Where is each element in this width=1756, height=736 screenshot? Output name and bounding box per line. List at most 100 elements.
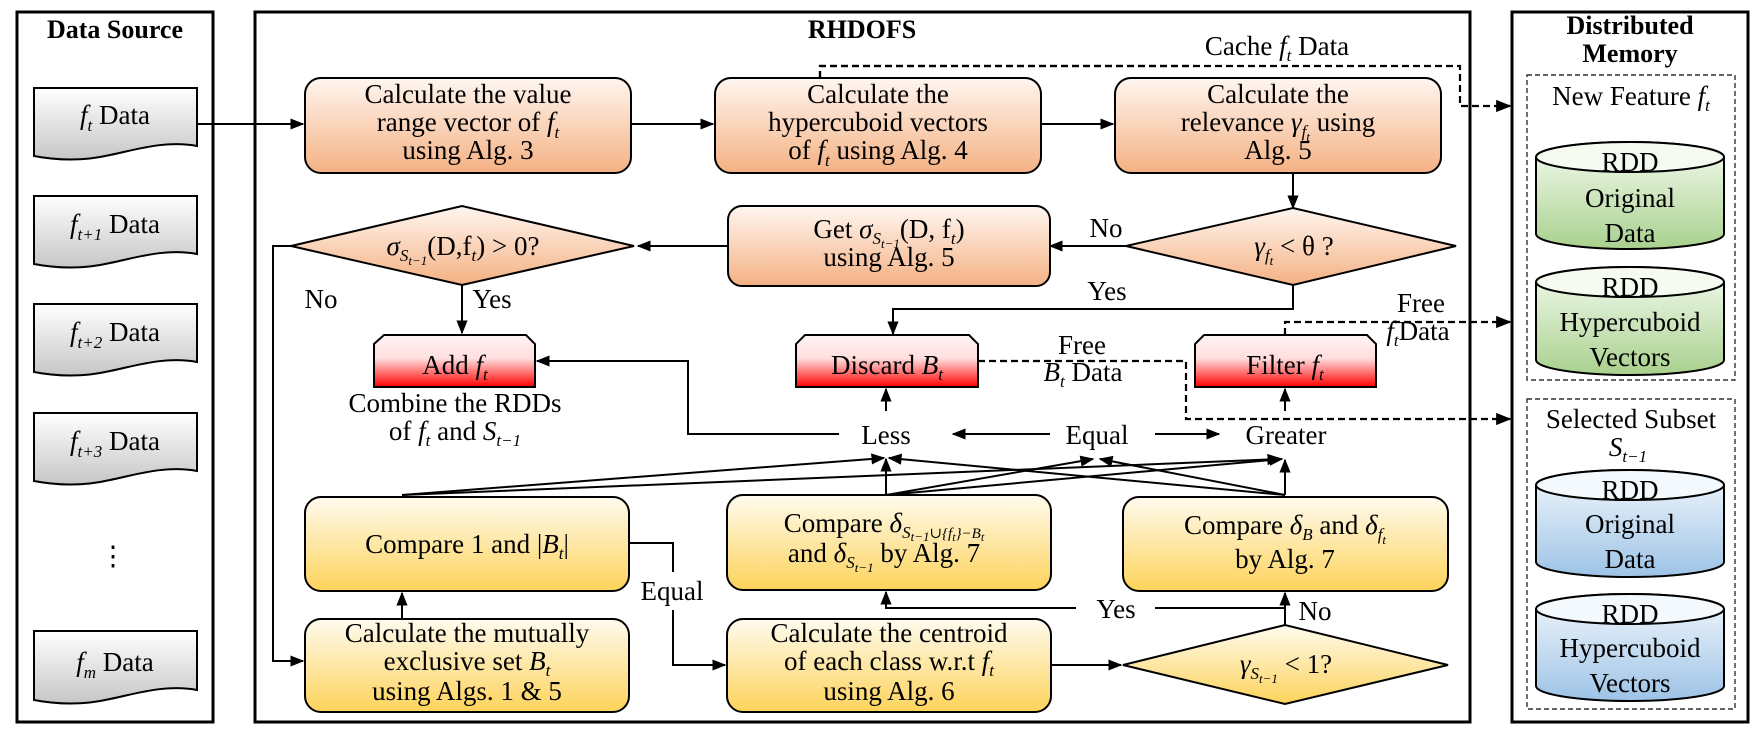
distributed-memory-title-1: Distributed: [1566, 11, 1694, 40]
arrow-no-to-mutually-exclusive: [272, 245, 305, 667]
rhdofs-panel: [253, 10, 1472, 724]
action-discard-bt[interactable]: Discard Bt: [795, 334, 979, 388]
svg-text:of each class w.r.t ft: of each class w.r.t ft: [784, 646, 995, 680]
rdd-new-original-data[interactable]: RDD Original Data: [1535, 141, 1725, 250]
svg-text:Calculate the: Calculate the: [807, 79, 949, 109]
data-item-ft[interactable]: ft Data: [33, 87, 198, 161]
svg-text:Calculate the mutually: Calculate the mutually: [345, 618, 590, 648]
box-get-sigma[interactable]: Get σSt−1(D, ft) using Alg. 5: [727, 205, 1051, 287]
new-feature-group: [1526, 74, 1736, 381]
combine-rdds-label-1: Combine the RDDs: [349, 388, 562, 418]
svg-text:Hypercuboid: Hypercuboid: [1560, 307, 1701, 337]
svg-text:ft+2 Data: ft+2 Data: [70, 317, 160, 352]
rhdofs-title: RHDOFS: [808, 15, 916, 44]
svg-text:Get σSt−1(D, ft): Get σSt−1(D, ft): [813, 214, 964, 251]
cache-line-a: [818, 64, 1195, 78]
svg-text:fm Data: fm Data: [76, 647, 154, 682]
rdd-subset-hypercuboid-vectors[interactable]: RDD Hypercuboid Vectors: [1535, 593, 1725, 702]
box-value-range[interactable]: Calculate the value range vector of ft u…: [304, 77, 632, 174]
svg-text:Calculate the: Calculate the: [1207, 79, 1349, 109]
svg-text:Original: Original: [1585, 183, 1675, 213]
equal-label-bottom: Equal: [641, 576, 704, 606]
svg-text:RDD: RDD: [1601, 147, 1658, 177]
cache-ft-label: Cache ft Data: [1205, 31, 1349, 65]
free-ft-label-1: Free: [1397, 288, 1445, 318]
yes-label-gamma: Yes: [1087, 276, 1126, 306]
data-source-list: ft Data ft+1 Data ft+2 Data ft+3 Data ⋮ …: [33, 87, 198, 705]
svg-text:using Algs. 1 & 5: using Algs. 1 & 5: [372, 676, 562, 706]
svg-text:RDD: RDD: [1601, 475, 1658, 505]
svg-text:ft+3 Data: ft+3 Data: [70, 426, 160, 461]
box-compare-delta-b[interactable]: Compare δB and δft by Alg. 7: [1122, 496, 1449, 592]
svg-text:using Alg. 5: using Alg. 5: [823, 242, 954, 272]
svg-text:Compare 1 and |Bt|: Compare 1 and |Bt|: [365, 529, 569, 563]
distributed-memory-panel: [1510, 10, 1750, 724]
svg-text:Original: Original: [1585, 509, 1675, 539]
box-centroid[interactable]: Calculate the centroid of each class w.r…: [726, 618, 1052, 713]
data-item-ft3[interactable]: ft+3 Data: [33, 412, 198, 486]
svg-text:Vectors: Vectors: [1590, 342, 1671, 372]
no-label-sigma: No: [305, 284, 338, 314]
svg-text:γSt−1 < 1?: γSt−1 < 1?: [1240, 649, 1332, 686]
svg-text:by Alg. 7: by Alg. 7: [1235, 544, 1335, 574]
svg-text:relevance γft using: relevance γft using: [1181, 107, 1375, 144]
new-feature-label: New Feature ft: [1552, 81, 1711, 115]
outcome-equal: Equal: [1066, 420, 1129, 450]
svg-text:RDD: RDD: [1601, 272, 1658, 302]
arrow-equal-to-centroid: [672, 610, 727, 671]
combine-rdds-label-2: of ft and St−1: [389, 416, 521, 450]
svg-text:using Alg. 3: using Alg. 3: [402, 135, 533, 165]
svg-text:hypercuboid vectors: hypercuboid vectors: [768, 107, 988, 137]
box-compare-delta-s[interactable]: Compare δSt−1∪{ft}−Bt and δSt−1 by Alg. …: [726, 494, 1052, 591]
data-source-title: Data Source: [47, 15, 183, 44]
box-mutually-exclusive[interactable]: Calculate the mutually exclusive set Bt …: [304, 618, 630, 713]
line-compare-one-equal-top: [629, 542, 674, 572]
svg-text:Data: Data: [1605, 218, 1656, 248]
svg-text:Data: Data: [1605, 544, 1656, 574]
arrow-less-to-add: [535, 355, 839, 435]
svg-text:σSt−1(D,ft) > 0?: σSt−1(D,ft) > 0?: [387, 231, 540, 268]
rdd-subset-original-data[interactable]: RDD Original Data: [1535, 469, 1725, 578]
arrow-yes-to-discard: [887, 285, 1294, 336]
outcome-less: Less: [861, 420, 911, 450]
svg-text:Vectors: Vectors: [1590, 668, 1671, 698]
free-ft-dashed-connector: [1283, 315, 1512, 335]
svg-text:γft < θ ?: γft < θ ?: [1254, 231, 1333, 268]
decision-gamma-theta[interactable]: γft < θ ?: [1125, 206, 1457, 287]
outcome-greater: Greater: [1246, 420, 1327, 450]
svg-text:Add ft: Add ft: [422, 350, 489, 384]
data-item-ft1[interactable]: ft+1 Data: [33, 195, 198, 269]
distributed-memory-title-2: Memory: [1582, 39, 1677, 68]
data-item-ft2[interactable]: ft+2 Data: [33, 303, 198, 377]
svg-text:Calculate the value: Calculate the value: [365, 79, 572, 109]
selected-subset-group: [1526, 398, 1736, 710]
selected-subset-label-2: St−1: [1609, 432, 1647, 466]
data-source-panel: [15, 10, 215, 724]
rdd-new-hypercuboid-vectors[interactable]: RDD Hypercuboid Vectors: [1535, 266, 1725, 376]
cache-dashed-connector: [818, 64, 1512, 113]
no-label-gamma: No: [1090, 213, 1123, 243]
decision-gamma-s[interactable]: γSt−1 < 1?: [1122, 623, 1449, 706]
box-relevance[interactable]: Calculate the relevance γft using Alg. 5: [1114, 77, 1442, 174]
free-bt-dashed-connector: [978, 359, 1512, 426]
ellipsis-icon: ⋮: [100, 541, 127, 571]
svg-text:Discard Bt: Discard Bt: [831, 350, 944, 384]
box-hypercuboid[interactable]: Calculate the hypercuboid vectors of ft …: [714, 77, 1042, 174]
svg-text:of ft using Alg. 4: of ft using Alg. 4: [788, 135, 968, 170]
free-bt-label-1: Free: [1058, 330, 1106, 360]
svg-text:ft+1 Data: ft+1 Data: [70, 209, 160, 244]
data-item-fm[interactable]: fm Data: [33, 630, 198, 705]
svg-text:exclusive set Bt: exclusive set Bt: [384, 646, 552, 680]
arrow-yes-to-compare-delta-s: [880, 590, 1076, 609]
svg-text:and δSt−1 by Alg. 7: and δSt−1 by Alg. 7: [788, 538, 980, 575]
selected-subset-label-1: Selected Subset: [1546, 404, 1717, 434]
action-add-ft[interactable]: Add ft: [373, 334, 536, 388]
decision-sigma-positive[interactable]: σSt−1(D,ft) > 0?: [290, 204, 635, 287]
svg-text:using Alg. 6: using Alg. 6: [823, 676, 954, 706]
yes-label-sigma: Yes: [472, 284, 511, 314]
svg-text:Alg. 5: Alg. 5: [1244, 135, 1312, 165]
box-compare-one-bt[interactable]: Compare 1 and |Bt|: [304, 496, 630, 592]
action-filter-ft[interactable]: Filter ft: [1194, 334, 1377, 388]
outcome-connectors: [401, 453, 1291, 496]
